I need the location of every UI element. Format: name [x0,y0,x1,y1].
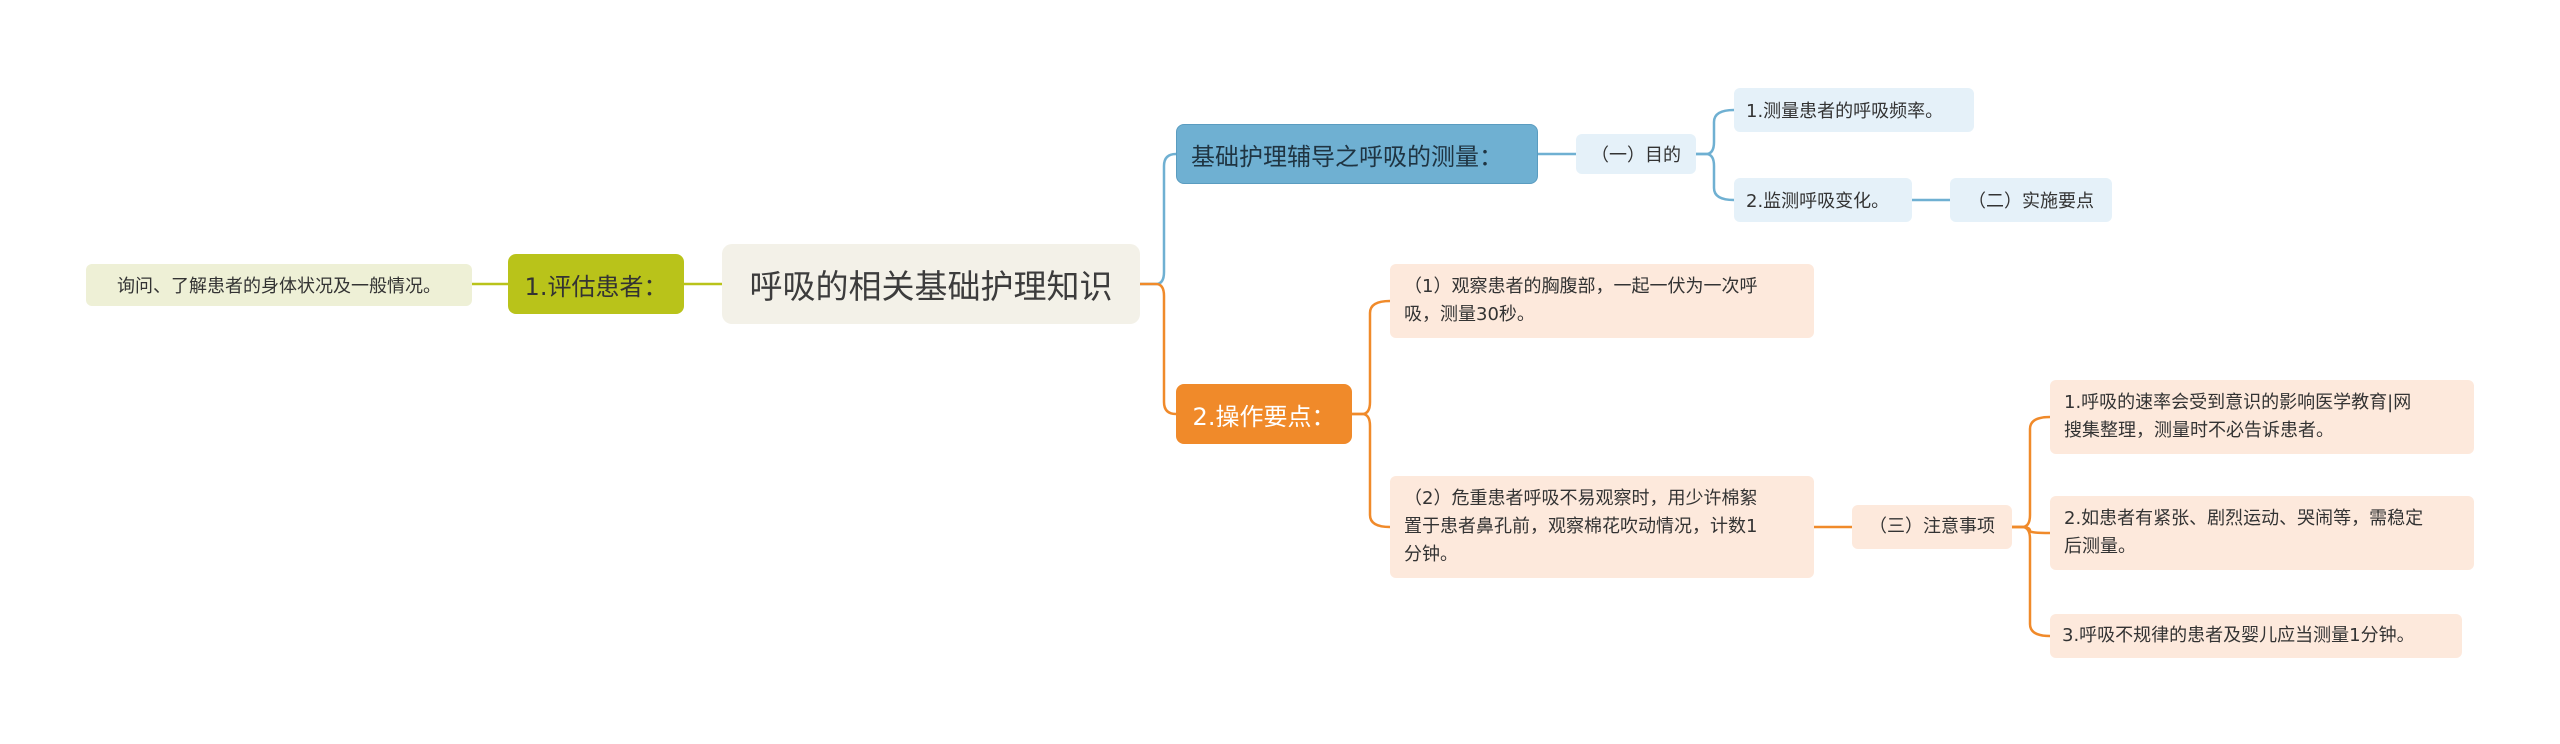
node-precaution-item-2[interactable]: 2.如患者有紧张、剧烈运动、哭闹等，需稳定 后测量。 [2050,496,2474,570]
connector-operation-step1 [1350,299,1392,416]
node-precautions[interactable]: （三）注意事项 [1852,505,2012,549]
node-precaution-item-3[interactable]: 3.呼吸不规律的患者及婴儿应当测量1分钟。 [2050,614,2462,658]
node-step-1[interactable]: （1）观察患者的胸腹部，一起一伏为一次呼 吸，测量30秒。 [1390,264,1814,338]
connector-notes-item3 [2010,525,2052,638]
node-purpose[interactable]: （一）目的 [1576,134,1696,174]
leaf-assess-detail[interactable]: 询问、了解患者的身体状况及一般情况。 [86,264,472,306]
node-step-2[interactable]: （2）危重患者呼吸不易观察时，用少许棉絮 置于患者鼻孔前，观察棉花吹动情况，计数… [1390,476,1814,578]
connector-operation-step2 [1350,412,1392,529]
connector-notes-item1 [2010,415,2052,529]
node-precaution-item-1[interactable]: 1.呼吸的速率会受到意识的影响医学教育|网 搜集整理，测量时不必告诉患者。 [2050,380,2474,454]
connector-purpose-item1 [1694,108,1736,156]
root-topic[interactable]: 呼吸的相关基础护理知识 [722,244,1140,324]
node-purpose-item-1[interactable]: 1.测量患者的呼吸频率。 [1734,88,1974,132]
branch-assess-patient[interactable]: 1.评估患者： [508,254,684,314]
branch-respiration-measure[interactable]: 基础护理辅导之呼吸的测量： [1176,124,1538,184]
node-key-points[interactable]: （二）实施要点 [1950,178,2112,222]
node-purpose-item-2[interactable]: 2.监测呼吸变化。 [1734,178,1912,222]
branch-operation-points[interactable]: 2.操作要点： [1176,384,1352,444]
connector-purpose-item2 [1694,152,1736,202]
connector-root-operation [1138,282,1178,416]
connector-root-measure [1138,152,1178,286]
